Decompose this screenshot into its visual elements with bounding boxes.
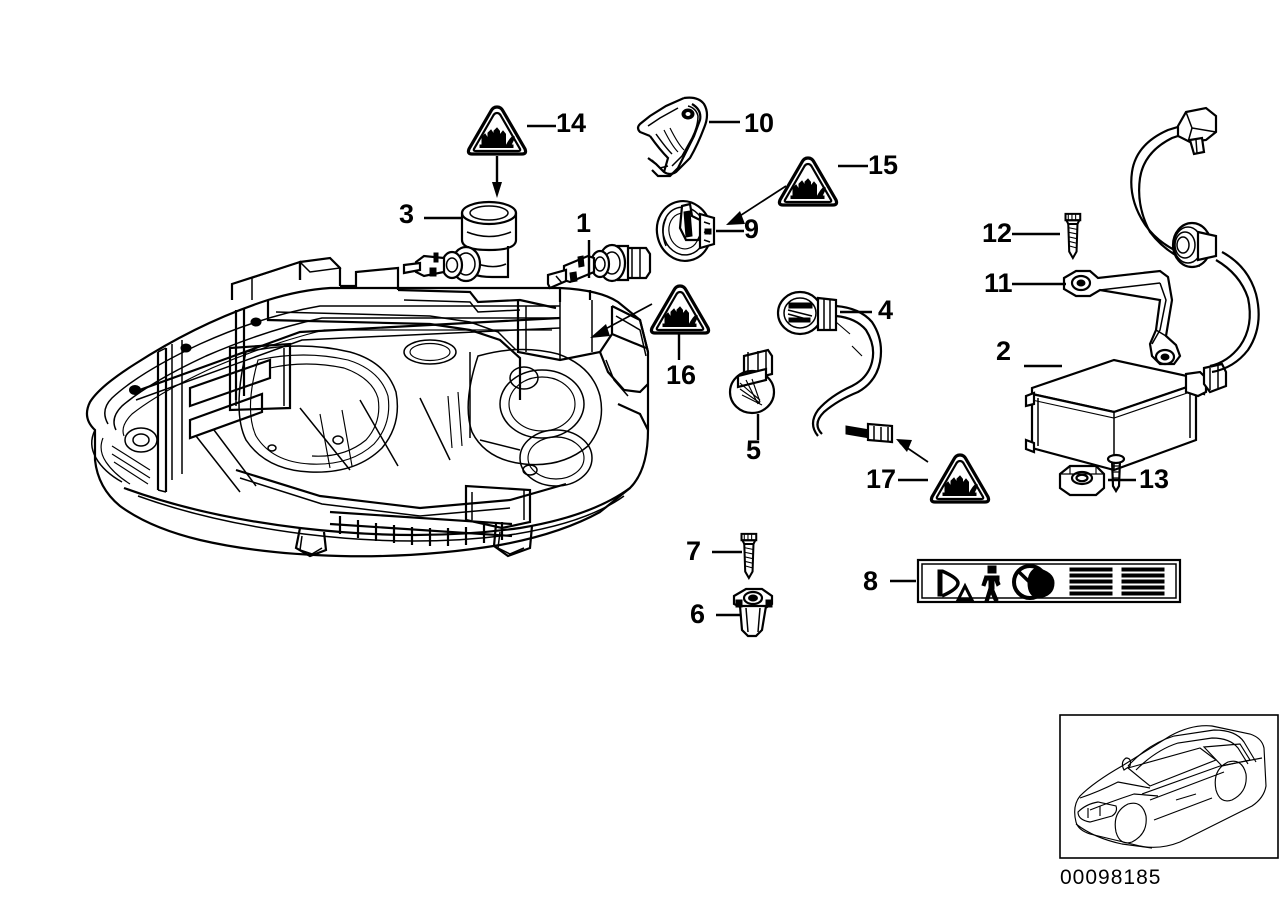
part-2-harness-cable	[1130, 106, 1260, 374]
part-3-bulb-socket	[402, 200, 518, 283]
callout-number-4[interactable]: 4	[878, 295, 894, 325]
part-10-spring-clip	[636, 96, 709, 178]
part-6-expanding-rivet	[732, 587, 774, 638]
callout-number-16[interactable]: 16	[666, 360, 697, 390]
callout-number-2[interactable]: 2	[996, 336, 1012, 366]
part-4-bulb-socket-harness	[776, 290, 894, 444]
callout-number-1[interactable]: 1	[576, 208, 592, 238]
part-2-control-unit	[1024, 358, 1228, 494]
part-11-mounting-bracket	[1062, 269, 1182, 366]
callout-number-10[interactable]: 10	[744, 108, 775, 138]
part-9-retaining-ring	[655, 200, 716, 262]
diagram-id-number: 00098185	[1060, 866, 1162, 889]
callout-number-3[interactable]: 3	[399, 199, 415, 229]
callout-number-8[interactable]: 8	[863, 566, 879, 596]
warning-triangle-16	[649, 284, 711, 335]
part-5-bayonet-bulb	[728, 348, 776, 415]
part-13-clip-nut	[1058, 464, 1106, 497]
part-1-xenon-bulb	[546, 243, 652, 290]
info-label-8	[916, 558, 1182, 604]
callout-number-14[interactable]: 14	[556, 108, 587, 138]
vehicle-thumbnail-drawing	[1059, 714, 1279, 859]
callout-number-13[interactable]: 13	[1139, 464, 1170, 494]
callout-number-5[interactable]: 5	[746, 435, 762, 465]
callout-number-11[interactable]: 11	[984, 268, 1013, 298]
callout-number-7[interactable]: 7	[686, 536, 702, 566]
part-7-self-tapping-screw	[740, 532, 758, 580]
callout-number-17[interactable]: 17	[866, 464, 897, 494]
callout-number-9[interactable]: 9	[744, 214, 760, 244]
warning-triangle-15	[777, 156, 839, 207]
callout-number-15[interactable]: 15	[868, 150, 899, 180]
warning-triangle-17	[929, 453, 991, 504]
callout-number-12[interactable]: 12	[982, 218, 1013, 248]
callout-number-6[interactable]: 6	[690, 599, 706, 629]
headlight-housing-drawing	[85, 256, 650, 558]
leader-lines	[424, 120, 1136, 617]
warning-triangle-14	[466, 105, 528, 156]
part-12-fillister-screw	[1064, 212, 1082, 260]
